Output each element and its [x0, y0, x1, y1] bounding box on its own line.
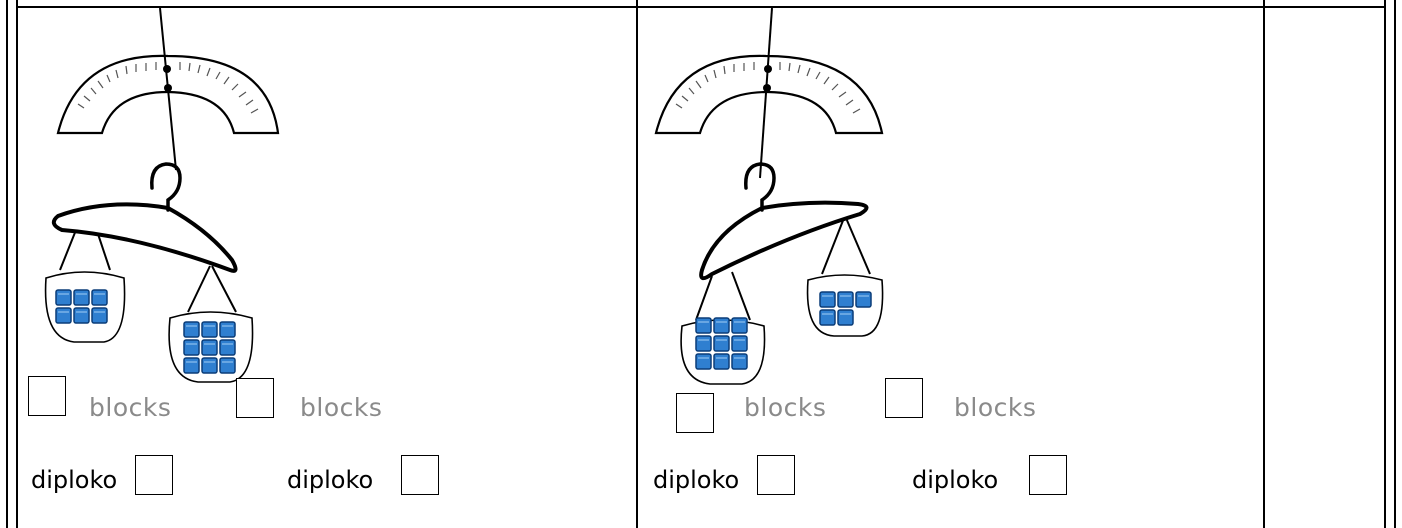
- left-diploko-label: diploko: [31, 466, 118, 494]
- left-diploko-answer-box[interactable]: [757, 455, 795, 495]
- table-border-left-outer: [6, 0, 8, 528]
- block-cube: [713, 317, 730, 334]
- left-cell: blocks blocks diploko diploko: [18, 8, 636, 528]
- left-blocks-label: blocks: [89, 393, 172, 422]
- dial-pivot-top: [764, 65, 772, 73]
- right-diploko-label: diploko: [287, 466, 374, 494]
- left-bag: [44, 271, 126, 343]
- right-bag-blocks: [819, 291, 872, 326]
- block-cube: [713, 353, 730, 370]
- right-bag-blocks: [183, 321, 236, 374]
- right-diploko-answer-box[interactable]: [401, 455, 439, 495]
- block-cube: [55, 289, 72, 306]
- right-diploko-answer-box[interactable]: [1029, 455, 1067, 495]
- right-blocks-label: blocks: [300, 393, 383, 422]
- left-blocks-answer-box[interactable]: [28, 376, 66, 416]
- block-cube: [201, 339, 218, 356]
- block-cube: [695, 335, 712, 352]
- block-cube: [201, 357, 218, 374]
- block-cube: [73, 307, 90, 324]
- block-cube: [219, 321, 236, 338]
- block-cube: [91, 307, 108, 324]
- right-cell: blocks blocks diploko diploko: [638, 8, 1263, 528]
- hanger-body: [51, 202, 238, 273]
- block-cube: [695, 317, 712, 334]
- scale-dial: [654, 54, 884, 135]
- block-cube: [695, 353, 712, 370]
- dial-pivot-bottom: [763, 84, 771, 92]
- block-cube: [55, 307, 72, 324]
- hanger-hook: [744, 162, 776, 212]
- block-cube: [183, 339, 200, 356]
- table-divider-2: [1263, 0, 1265, 528]
- dial-tick-marks: [675, 62, 861, 114]
- block-cube: [219, 357, 236, 374]
- block-cube: [713, 335, 730, 352]
- hanger-scale-illustration: [654, 8, 884, 385]
- table-border-top: [16, 6, 1386, 8]
- block-cube: [731, 317, 748, 334]
- dial-pivot-bottom: [164, 84, 172, 92]
- block-cube: [819, 309, 836, 326]
- right-blocks-answer-box[interactable]: [236, 378, 274, 418]
- block-cube: [819, 291, 836, 308]
- left-bag-blocks: [55, 289, 108, 324]
- block-cube: [183, 357, 200, 374]
- block-cube: [219, 339, 236, 356]
- hanger-hook: [150, 162, 182, 212]
- right-blocks-label: blocks: [954, 393, 1037, 422]
- hanging-string: [759, 8, 773, 179]
- table-border-right-inner: [1384, 0, 1386, 528]
- block-cube: [731, 335, 748, 352]
- block-cube: [183, 321, 200, 338]
- dial-pivot-top: [163, 65, 171, 73]
- table-border-right-outer: [1394, 0, 1396, 528]
- left-blocks-answer-box[interactable]: [676, 393, 714, 433]
- block-cube: [73, 289, 90, 306]
- left-bag-blocks: [695, 317, 748, 370]
- block-cube: [837, 309, 854, 326]
- block-cube: [731, 353, 748, 370]
- right-blocks-answer-box[interactable]: [885, 378, 923, 418]
- left-diploko-label: diploko: [653, 466, 740, 494]
- dial-tick-marks: [77, 62, 259, 114]
- right-diploko-label: diploko: [912, 466, 999, 494]
- empty-side-cell: [1265, 8, 1384, 528]
- hanger-scale-illustration: [44, 8, 280, 383]
- left-diploko-answer-box[interactable]: [135, 455, 173, 495]
- table-border-left-inner: [16, 0, 18, 528]
- block-cube: [91, 289, 108, 306]
- block-cube: [855, 291, 872, 308]
- hanger-body: [699, 200, 869, 281]
- scale-dial: [56, 54, 280, 135]
- left-blocks-label: blocks: [744, 393, 827, 422]
- block-cube: [837, 291, 854, 308]
- block-cube: [201, 321, 218, 338]
- table-divider-1: [636, 0, 638, 528]
